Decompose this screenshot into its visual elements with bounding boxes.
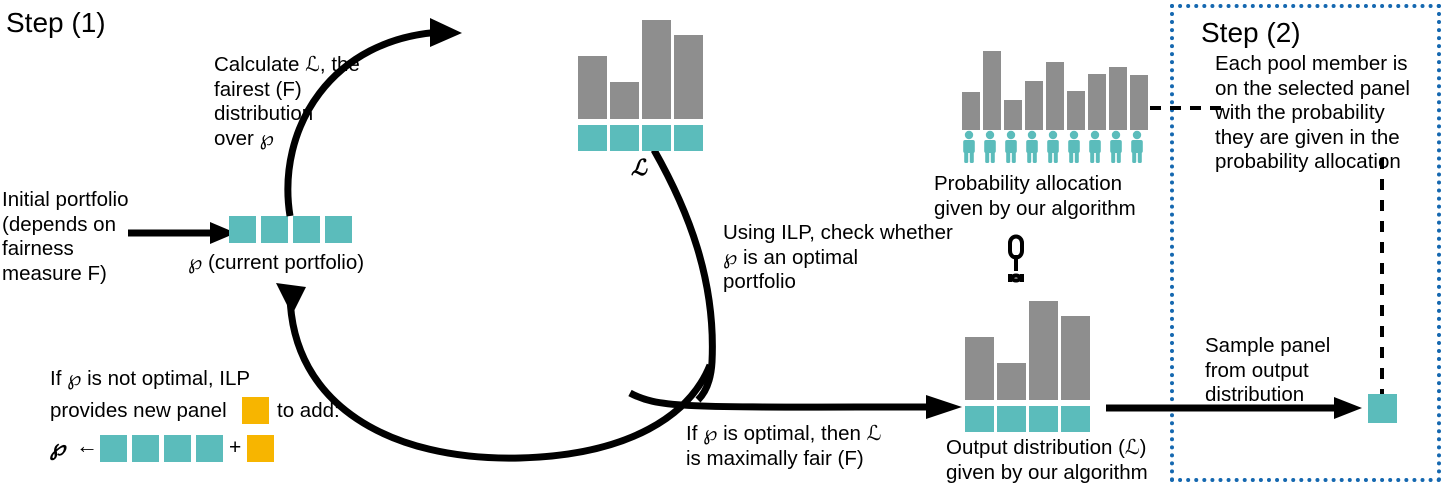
dashed-connector-vertical <box>1380 158 1384 396</box>
bar <box>1025 81 1043 130</box>
loop-arrow-lower <box>276 283 714 462</box>
each-pool-member-label: Each pool member is on the selected pane… <box>1215 52 1410 173</box>
panel-square <box>674 125 703 151</box>
new-panel-square <box>247 435 274 462</box>
bar <box>997 363 1026 400</box>
person-icon-row <box>963 130 1143 163</box>
not-optimal-label: If ℘ is not optimal, ILP <box>50 367 251 390</box>
provides-new-panel-label-a: provides new panel <box>50 399 227 422</box>
d-chart-label: ℒ <box>631 155 647 181</box>
panel-square <box>1029 406 1058 432</box>
bar <box>1061 316 1090 400</box>
dashed-connector-prob-to-step2 <box>1150 106 1228 110</box>
step-1-title: Step (1) <box>6 7 106 38</box>
panel-square <box>965 406 994 432</box>
bar <box>642 20 671 119</box>
bar <box>1067 91 1085 130</box>
chain-link-icon <box>1008 234 1024 283</box>
step-2-title: Step (2) <box>1201 17 1301 48</box>
assign-portfolio-symbol: ℘ <box>50 435 66 461</box>
panel-square <box>164 435 191 462</box>
new-panel-square <box>242 397 269 424</box>
loop-arc-right <box>650 148 716 403</box>
step-2-panel <box>1170 4 1441 482</box>
initial-portfolio-label: Initial portfolio (depends on fairness m… <box>2 188 129 285</box>
panel-square <box>578 125 607 151</box>
bar <box>1088 74 1106 130</box>
panel-square <box>229 216 256 243</box>
bar <box>1004 100 1022 130</box>
loop-arrow-upper <box>284 18 462 217</box>
panel-square <box>1061 406 1090 432</box>
bar <box>1130 75 1148 130</box>
bar <box>965 337 994 400</box>
provides-new-panel-label-b: to add: <box>277 399 340 422</box>
sample-panel-label: Sample panel from output distribution <box>1205 334 1331 406</box>
panel-square <box>325 216 352 243</box>
assign-arrow-icon: ← <box>76 433 98 458</box>
bar <box>983 51 1001 130</box>
bar <box>674 35 703 119</box>
arrow-initial-to-portfolio <box>128 222 236 244</box>
calculate-d-label: Calculate ℒ, the fairest (F) distributio… <box>214 53 360 150</box>
panel-square <box>997 406 1026 432</box>
panel-square <box>100 435 127 462</box>
current-portfolio-label: ℘ (current portfolio) <box>188 251 365 274</box>
bar <box>962 92 980 130</box>
bar <box>610 82 639 119</box>
arrow-sample-panel <box>1106 397 1362 419</box>
panel-square <box>132 435 159 462</box>
bar <box>1046 62 1064 130</box>
bar <box>578 56 607 119</box>
bar <box>1109 67 1127 130</box>
panel-square <box>642 125 671 151</box>
panel-square <box>293 216 320 243</box>
sampled-panel-square <box>1368 394 1397 423</box>
bar <box>1029 301 1058 400</box>
arrow-to-output-distribution <box>628 389 962 419</box>
assign-plus-symbol: + <box>229 436 242 459</box>
output-distribution-label: Output distribution (ℒ) given by our alg… <box>946 436 1148 484</box>
if-optimal-label: If ℘ is optimal, then ℒ is maximally fai… <box>686 422 882 470</box>
probability-allocation-label: Probability allocation given by our algo… <box>934 172 1136 220</box>
panel-square <box>610 125 639 151</box>
panel-square <box>196 435 223 462</box>
panel-square <box>261 216 288 243</box>
using-ilp-label: Using ILP, check whether ℘ is an optimal… <box>723 221 953 293</box>
